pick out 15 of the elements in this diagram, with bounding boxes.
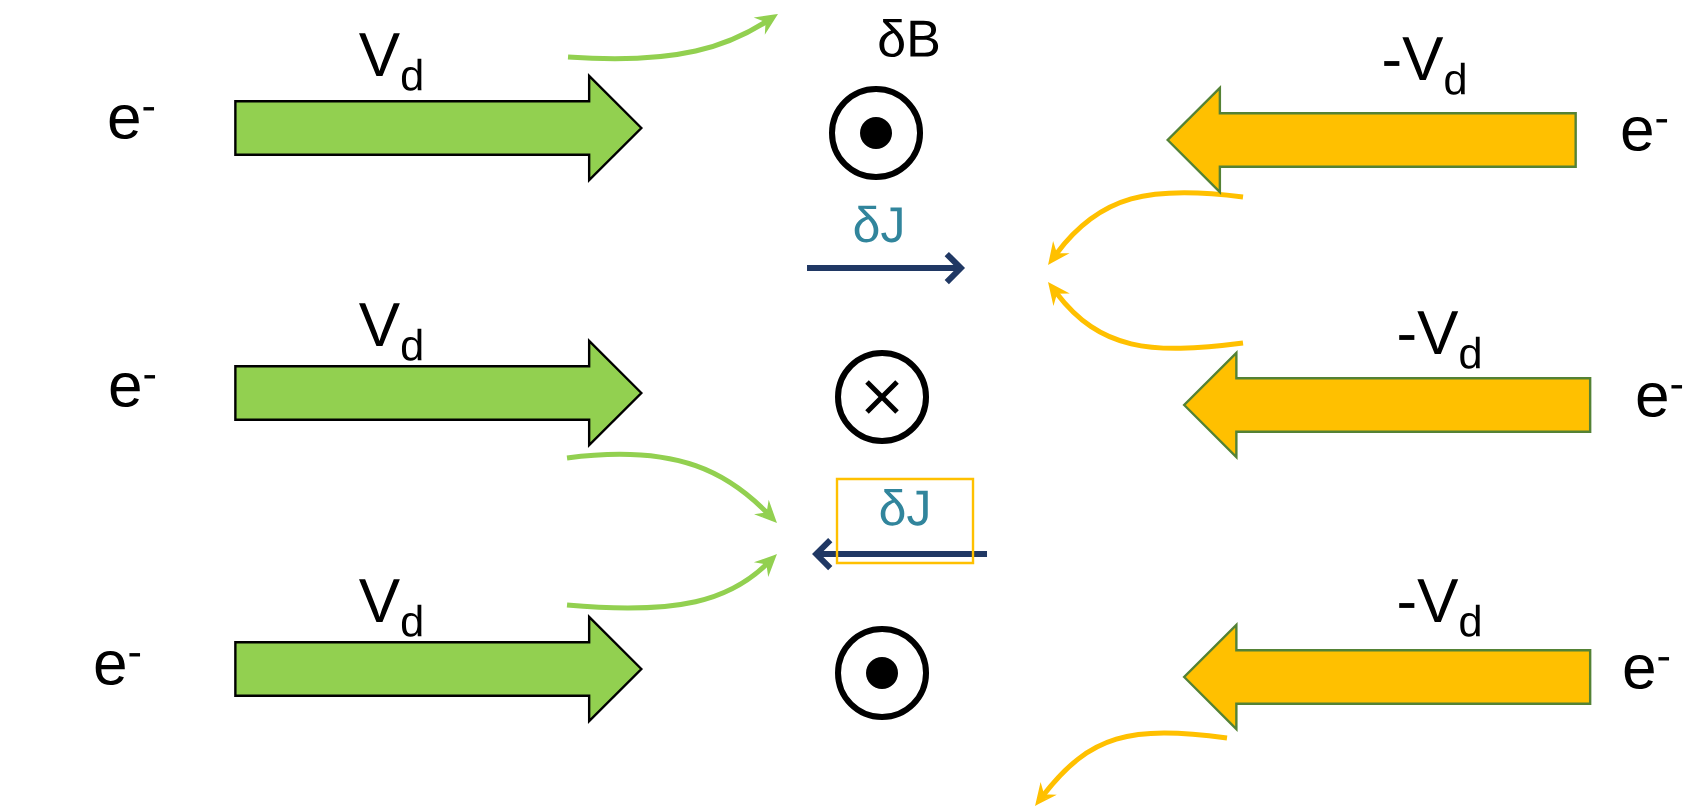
velocity-label: -V$_{d}$: [1399, 311, 1480, 369]
current-label: δJ: [854, 205, 902, 243]
velocity-label: V$_{d}$: [359, 33, 422, 91]
electron-label: e$^{-}$: [110, 373, 156, 407]
velocity-label: -V$_{d}$: [1384, 37, 1465, 95]
velocity-label: -V$_{d}$: [1399, 579, 1480, 637]
current-label-box: δJ: [835, 477, 975, 565]
velocity-label: V$_{d}$: [359, 579, 422, 637]
velocity-label: V$_{d}$: [359, 303, 422, 361]
electron-label: e$^{-}$: [1637, 383, 1683, 417]
electron-label: e$^{-}$: [1622, 117, 1668, 151]
electron-label: e$^{-}$: [95, 651, 141, 685]
electron-label: e$^{-}$: [109, 105, 155, 139]
field-label: δB: [879, 18, 939, 58]
electron-label: e$^{-}$: [1624, 655, 1670, 689]
